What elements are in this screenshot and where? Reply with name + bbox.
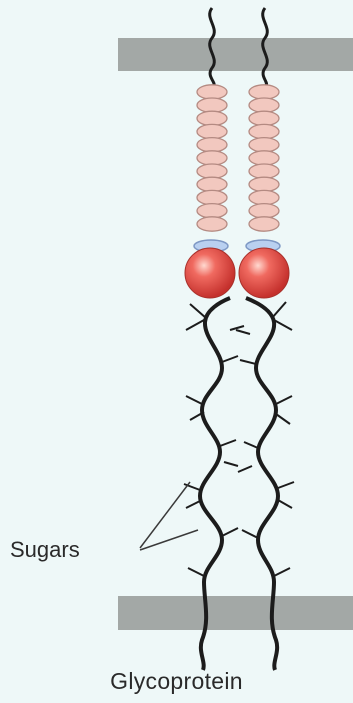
sugars-pointer-upper — [140, 482, 190, 548]
left-bead — [197, 177, 227, 191]
sugar-branch — [224, 462, 238, 466]
sugar-branches — [184, 302, 294, 576]
right-bead — [249, 111, 279, 125]
right-red-sphere — [239, 248, 289, 298]
right-bead — [249, 217, 279, 231]
left-bead — [197, 138, 227, 152]
right-bead — [249, 124, 279, 138]
left-bead — [197, 164, 227, 178]
right-bead — [249, 98, 279, 112]
sugar-branch — [186, 320, 204, 330]
left-red-sphere — [185, 248, 235, 298]
right-bead — [249, 138, 279, 152]
right-bead — [249, 85, 279, 99]
sugar-branch — [242, 530, 258, 538]
sugar-branch — [188, 568, 204, 576]
sugar-branch — [274, 568, 290, 576]
left-bead — [197, 217, 227, 231]
sugar-branch — [238, 466, 252, 472]
bottom-membrane — [118, 596, 353, 630]
right-bead — [249, 151, 279, 165]
sugar-branch — [276, 414, 290, 424]
sugar-branch — [278, 482, 294, 488]
left-bead — [197, 111, 227, 125]
sugar-branch — [236, 330, 250, 334]
sugar-branch — [272, 302, 286, 318]
sugar-branch — [186, 500, 202, 508]
left-bead — [197, 190, 227, 204]
sugar-branch — [274, 320, 292, 330]
sugar-branch — [186, 396, 202, 404]
left-bead — [197, 124, 227, 138]
glycoprotein-caption: Glycoprotein — [0, 668, 353, 695]
left-bead — [197, 98, 227, 112]
left-bead — [197, 151, 227, 165]
sugar-branch — [244, 442, 258, 448]
sugar-branch — [220, 440, 236, 446]
right-bead — [249, 190, 279, 204]
sugar-branch — [222, 356, 238, 362]
right-bead — [249, 177, 279, 191]
left-bead — [197, 85, 227, 99]
sugars-pointer-lower — [140, 530, 198, 550]
sugar-branch — [278, 500, 292, 508]
sugar-branch — [222, 528, 238, 536]
sugar-branch — [240, 360, 256, 364]
sugars-label: Sugars — [10, 537, 80, 563]
right-bead — [249, 204, 279, 218]
left-bead-chain — [197, 85, 227, 231]
top-membrane — [118, 38, 353, 71]
right-bead-chain — [249, 85, 279, 231]
sugar-branch — [276, 396, 292, 404]
sugar-branch — [190, 304, 206, 318]
right-bead — [249, 164, 279, 178]
left-bead — [197, 204, 227, 218]
